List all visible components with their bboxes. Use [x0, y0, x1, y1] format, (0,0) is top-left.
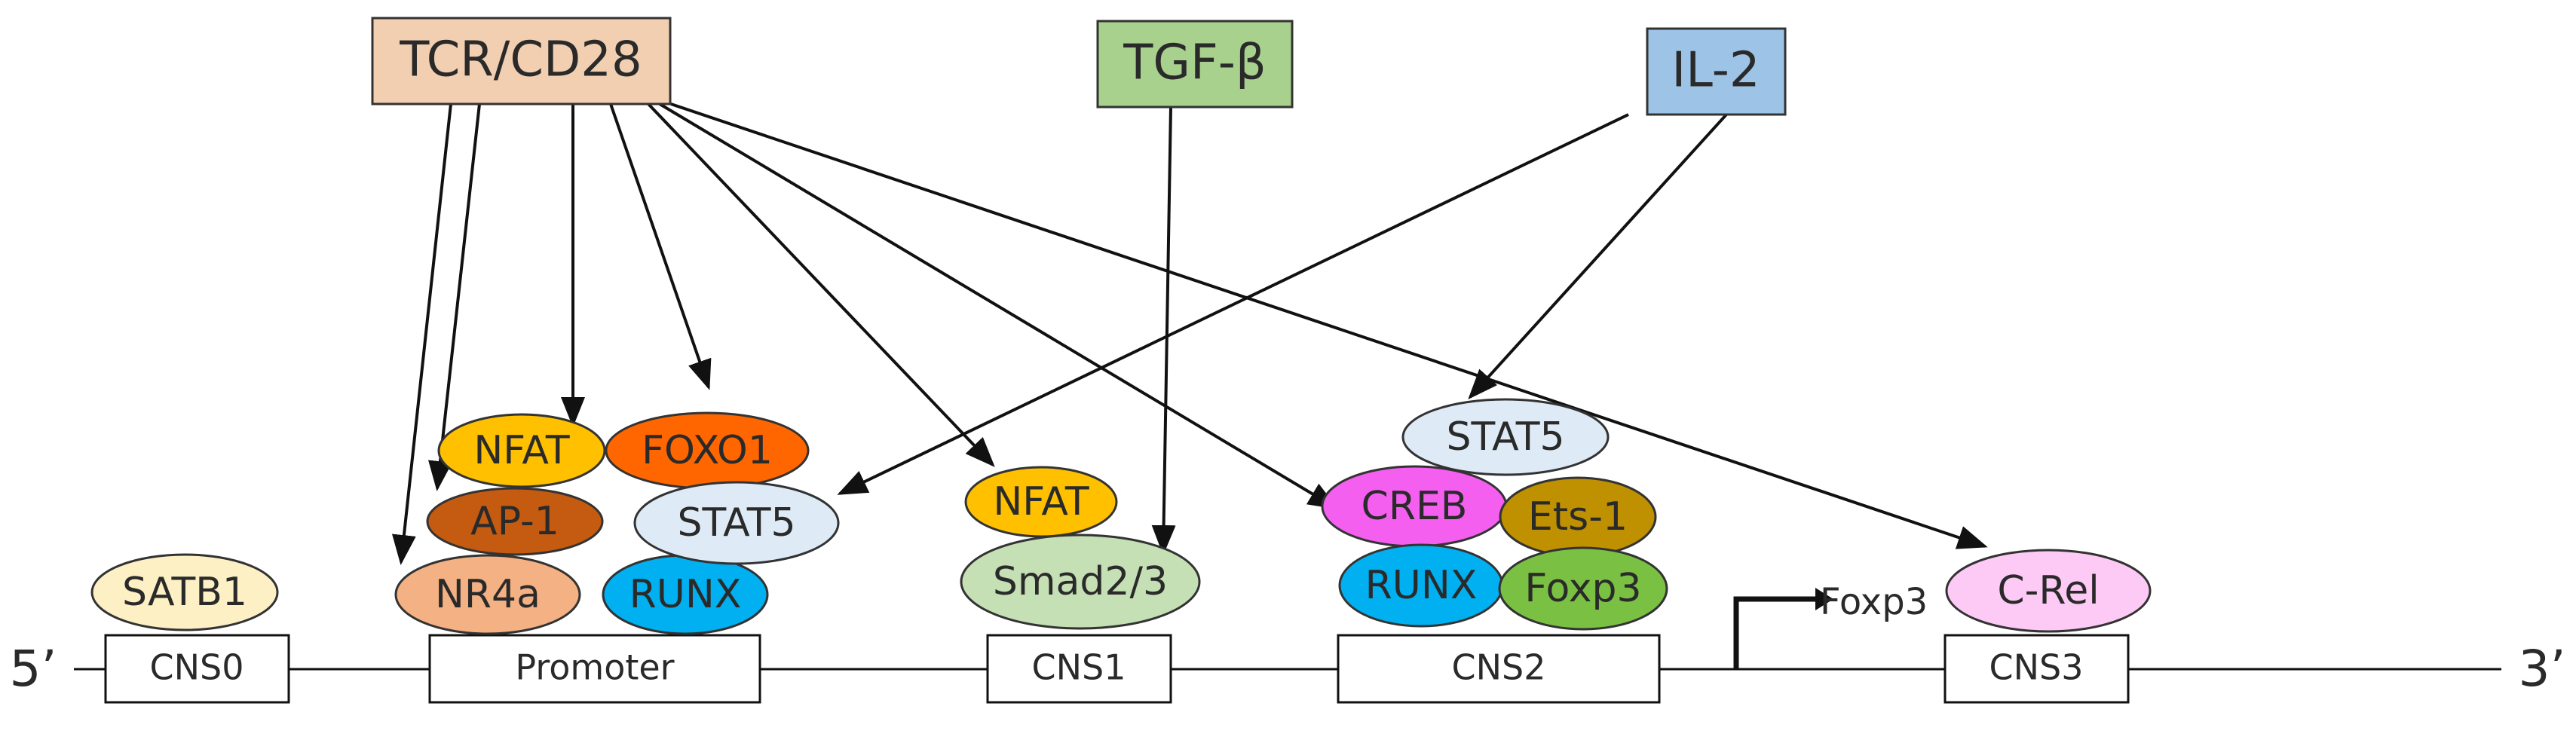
signal-tcr-cd28-label: TCR/CD28 [399, 32, 642, 88]
factor-satb1: SATB1 [90, 553, 279, 631]
arrow-il2-to-promoter-stat5 [837, 113, 1629, 495]
region-cns1: CNS1 [986, 634, 1172, 704]
factor-foxp3: Foxp3 [1498, 546, 1668, 631]
signal-tgf-beta: TGF-β [1096, 20, 1294, 109]
arrow-tcr-to-foxo1 [609, 103, 712, 390]
factor-ets1-label: Ets-1 [1528, 494, 1628, 540]
factor-nfat-cns1-label: NFAT [993, 479, 1089, 524]
arrow-tcr-to-ap1 [428, 103, 481, 491]
region-promoter-label: Promoter [515, 647, 674, 688]
factor-nr4a-label: NR4a [435, 572, 541, 617]
region-cns1-label: CNS1 [1032, 647, 1126, 688]
factor-c-rel: C-Rel [1945, 549, 2152, 633]
factor-stat5-promoter-label: STAT5 [677, 500, 795, 546]
factor-ap1-label: AP-1 [470, 499, 559, 544]
region-cns0-label: CNS0 [150, 647, 244, 688]
factor-foxp3-label: Foxp3 [1524, 566, 1641, 611]
region-cns2: CNS2 [1337, 634, 1661, 704]
signal-arrows [391, 102, 1988, 565]
factor-smad2-3-label: Smad2/3 [993, 559, 1168, 604]
factor-runx-cns2: RUNX [1338, 543, 1504, 628]
factor-creb-label: CREB [1362, 484, 1468, 529]
arrow-tcr-to-crel [670, 102, 1988, 549]
signal-il2-label: IL-2 [1671, 43, 1760, 99]
tss-gene-label: Foxp3 [1820, 581, 1928, 623]
factor-nfat-cns1: NFAT [964, 466, 1118, 538]
arrow-tgf-to-smad [1151, 106, 1176, 555]
signal-tcr-cd28: TCR/CD28 [371, 17, 672, 105]
five-prime-end-label: 5’ [10, 640, 57, 698]
factor-foxo1-label: FOXO1 [642, 428, 773, 473]
signal-tgf-beta-label: TGF-β [1123, 35, 1266, 91]
arrow-tcr-to-creb [658, 102, 1339, 510]
signal-il2: IL-2 [1646, 27, 1787, 116]
factor-nfat-promoter-label: NFAT [473, 428, 570, 473]
factor-runx-promoter-label: RUNX [629, 572, 742, 617]
factor-ets1: Ets-1 [1499, 476, 1657, 558]
tss-arrowhead [1815, 588, 1833, 610]
region-promoter: Promoter [428, 634, 761, 704]
factor-runx-promoter: RUNX [602, 554, 769, 635]
region-cns0: CNS0 [104, 634, 290, 704]
factor-ap1: AP-1 [426, 487, 604, 556]
factor-satb1-label: SATB1 [122, 570, 247, 615]
region-cns2-label: CNS2 [1452, 647, 1546, 688]
region-cns3-label: CNS3 [1989, 647, 2084, 688]
arrow-il2-to-cns2-stat5 [1468, 113, 1728, 399]
region-cns3: CNS3 [1943, 634, 2130, 704]
factor-nfat-promoter: NFAT [437, 413, 606, 488]
arrow-tcr-to-nr4a [391, 103, 452, 565]
factor-stat5-promoter: STAT5 [633, 481, 840, 565]
factor-creb: CREB [1321, 465, 1508, 548]
factor-foxo1: FOXO1 [605, 411, 810, 490]
tss-arrow [1733, 596, 1817, 669]
factor-smad2-3: Smad2/3 [960, 534, 1201, 630]
arrow-tcr-to-cns1-nfat [647, 102, 995, 467]
factor-stat5-cns2-label: STAT5 [1446, 414, 1564, 460]
factor-nr4a: NR4a [394, 554, 581, 635]
three-prime-end-label: 3’ [2519, 640, 2566, 698]
factor-stat5-cns2: STAT5 [1401, 398, 1610, 476]
factor-c-rel-label: C-Rel [1997, 568, 2099, 613]
factor-runx-cns2-label: RUNX [1365, 563, 1478, 608]
